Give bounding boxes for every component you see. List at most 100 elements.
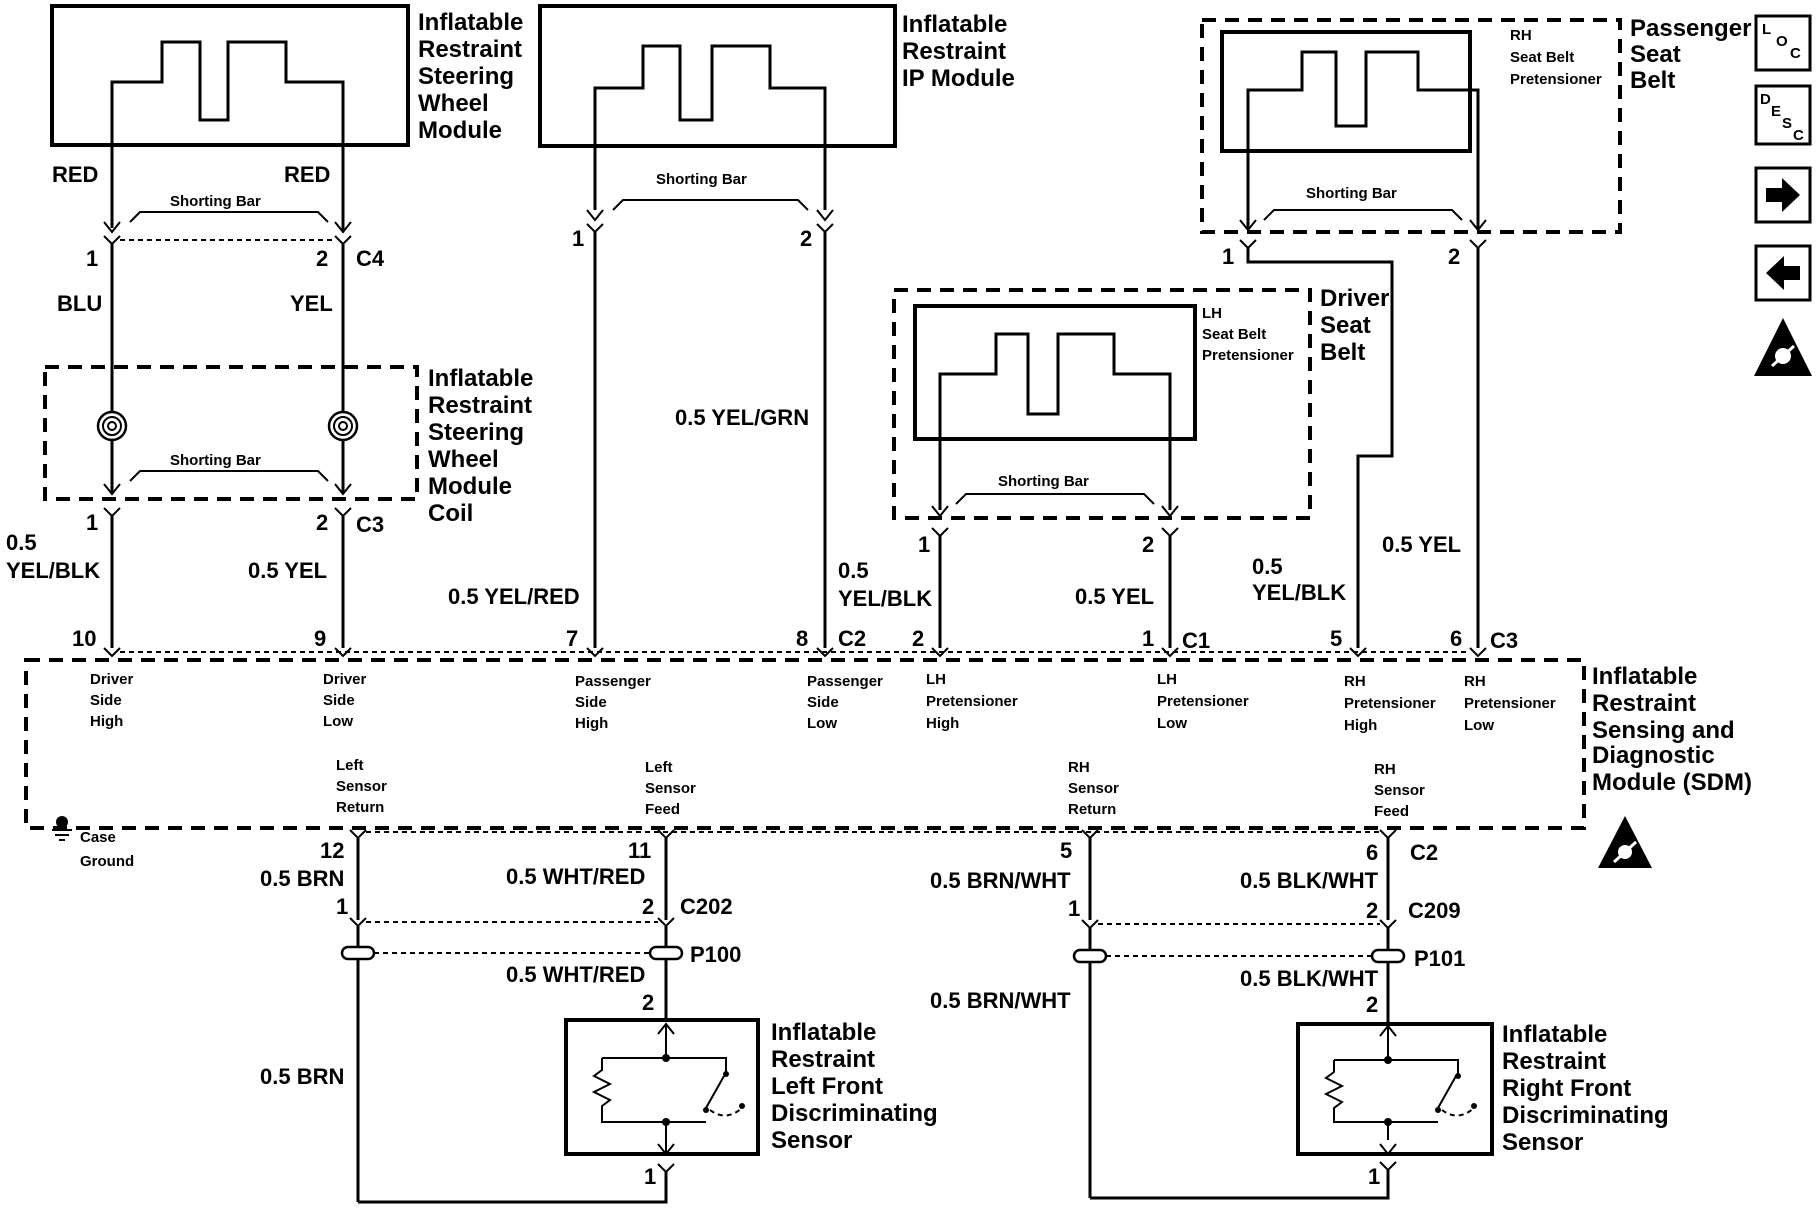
terminal-label: Return bbox=[1068, 801, 1116, 818]
connector-terminal bbox=[1161, 527, 1179, 538]
label-line: Coil bbox=[428, 500, 473, 527]
terminal-label: RH bbox=[1464, 673, 1486, 690]
label-line: Belt bbox=[1630, 67, 1675, 94]
rh-pretensioner-trace bbox=[1246, 50, 1480, 228]
loc-letter: C bbox=[1790, 45, 1801, 62]
wire-label: YEL/BLK bbox=[6, 558, 100, 583]
switch-icon bbox=[705, 1075, 725, 1109]
label-line: Seat bbox=[1320, 312, 1371, 339]
connector-terminal bbox=[334, 647, 352, 658]
steering-module-squib-trace bbox=[110, 40, 345, 230]
switch-icon bbox=[1437, 1075, 1457, 1109]
driver-seat-belt: LH Seat Belt Pretensioner Driver Seat Be… bbox=[892, 285, 1389, 520]
clockspring-icon bbox=[338, 421, 348, 431]
wire-label: YEL/BLK bbox=[838, 586, 932, 611]
label-line: Inflatable bbox=[902, 11, 1007, 38]
connector-id: C2 bbox=[1410, 840, 1438, 865]
wire-label: YEL bbox=[290, 291, 333, 316]
label-line: Pretensioner bbox=[1202, 347, 1294, 364]
arrow-right-icon bbox=[1766, 178, 1800, 212]
label-line: Restraint bbox=[1502, 1048, 1606, 1075]
nav-next-button[interactable] bbox=[1754, 166, 1812, 224]
ip-module: Inflatable Restraint IP Module bbox=[538, 4, 1015, 210]
wire-yel-blk-rh bbox=[1246, 248, 1394, 648]
wire-label: 0.5 BRN bbox=[260, 1064, 344, 1089]
terminal-label: RH bbox=[1068, 759, 1090, 776]
connector-terminal bbox=[349, 829, 367, 840]
loc-button-frame[interactable] bbox=[1754, 14, 1812, 72]
connector-arrow bbox=[334, 221, 352, 234]
pin-number: 11 bbox=[628, 838, 651, 863]
terminal-label: High bbox=[926, 715, 959, 732]
label-line: RH bbox=[1510, 27, 1532, 44]
nav-loc-button[interactable]: L O C bbox=[1754, 14, 1812, 72]
pin-number: 1 bbox=[1142, 626, 1154, 651]
switch-contact bbox=[1471, 1103, 1477, 1109]
wire-label: 0.5 WHT/RED bbox=[506, 962, 645, 987]
passenger-seat-belt: RH Seat Belt Pretensioner Passenger Seat… bbox=[1200, 15, 1751, 234]
junction-dot bbox=[662, 1054, 670, 1062]
connector-terminal bbox=[1349, 647, 1367, 658]
ground-label: Ground bbox=[80, 853, 134, 870]
label-line: Sensor bbox=[771, 1127, 852, 1154]
terminal-label: Sensor bbox=[336, 778, 387, 795]
terminal-label: Sensor bbox=[1068, 780, 1119, 797]
terminal-label: Passenger bbox=[575, 673, 651, 690]
terminal-label: Pretensioner bbox=[1464, 695, 1556, 712]
terminal-label: Driver bbox=[90, 671, 134, 688]
desc-button-frame[interactable] bbox=[1754, 84, 1812, 146]
connector-id: C4 bbox=[356, 246, 385, 271]
label-line: Inflatable bbox=[428, 365, 533, 392]
connector-terminal bbox=[931, 527, 949, 538]
passenger-belt-dashed-box bbox=[1200, 18, 1622, 234]
desc-letter: C bbox=[1793, 127, 1804, 144]
steering-wheel-module: Inflatable Restraint Steering Wheel Modu… bbox=[50, 4, 523, 230]
desc-letter: D bbox=[1760, 91, 1771, 108]
resistor-icon bbox=[1323, 1060, 1438, 1123]
nav-prev-button[interactable] bbox=[1754, 244, 1812, 302]
label-line: Right Front bbox=[1502, 1075, 1631, 1102]
terminal-label: Side bbox=[323, 692, 355, 709]
connector-arrow bbox=[931, 505, 949, 518]
pin-number: 12 bbox=[320, 838, 344, 863]
connector-id: C209 bbox=[1408, 898, 1461, 923]
terminal-label: Low bbox=[323, 713, 353, 730]
connector-arrow bbox=[103, 483, 121, 496]
connector-arrow bbox=[1379, 1143, 1397, 1156]
wire-label: 0.5 BRN/WHT bbox=[930, 988, 1071, 1013]
terminal-label: Left bbox=[336, 757, 364, 774]
junction-dot bbox=[1384, 1056, 1392, 1064]
splice-pack-icon bbox=[648, 945, 684, 961]
switch-contact bbox=[739, 1103, 745, 1109]
pin-number: 2 bbox=[1366, 992, 1378, 1017]
label-line: Sensing and bbox=[1592, 717, 1735, 744]
nav-desc-button[interactable]: D E S C bbox=[1754, 84, 1812, 146]
wire-label: YEL/BLK bbox=[1252, 580, 1346, 605]
connector-terminal bbox=[657, 1163, 675, 1174]
pin-number: 2 bbox=[1142, 532, 1154, 557]
connector-arrow bbox=[1239, 219, 1257, 232]
wire-label: 0.5 YEL bbox=[1382, 532, 1461, 557]
splice-pack-icon bbox=[1370, 948, 1406, 964]
wire-label: 0.5 bbox=[838, 558, 869, 583]
label-line: Driver bbox=[1320, 285, 1389, 312]
connector-terminal bbox=[586, 223, 604, 234]
connector-terminal bbox=[1469, 647, 1487, 658]
sensor-internal-wire bbox=[602, 1057, 727, 1072]
shorting-bar bbox=[955, 493, 1155, 505]
pin-number: 8 bbox=[796, 626, 808, 651]
label-line: Module (SDM) bbox=[1592, 769, 1752, 796]
label-line: Restraint bbox=[428, 392, 532, 419]
wire-label: 0.5 YEL/GRN bbox=[675, 405, 809, 430]
shorting-bar-label: Shorting Bar bbox=[998, 473, 1089, 490]
connector-terminal bbox=[334, 235, 352, 246]
pin-number: 2 bbox=[316, 246, 328, 271]
connector-terminal bbox=[816, 223, 834, 234]
esd-warning-icon bbox=[1770, 344, 1796, 368]
terminal-label: LH bbox=[1157, 671, 1177, 688]
label-line: Discriminating bbox=[1502, 1102, 1669, 1129]
terminal-label: Low bbox=[1464, 717, 1494, 734]
pin-number: 1 bbox=[644, 1164, 656, 1189]
label-line: Sensor bbox=[1502, 1129, 1583, 1156]
